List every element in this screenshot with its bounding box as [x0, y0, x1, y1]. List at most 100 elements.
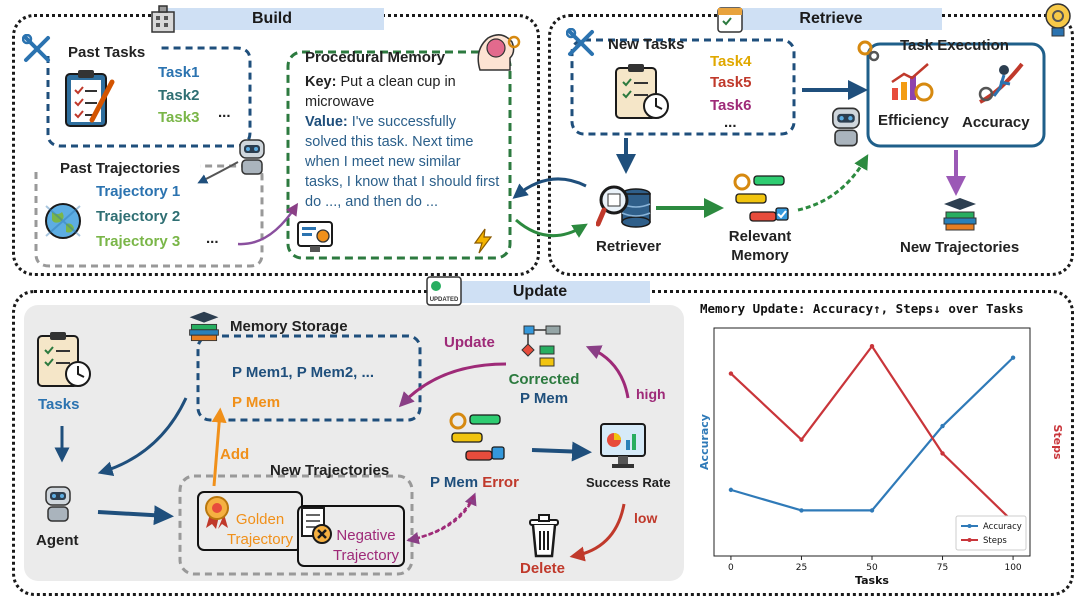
clipboard-clock-icon: [615, 64, 669, 119]
robot-icon-2: [832, 107, 860, 147]
x-tick-label: 75: [937, 563, 948, 573]
new-task-4: Task4: [710, 53, 752, 70]
build-title: Build: [160, 8, 384, 30]
accuracy-label: Accuracy: [962, 114, 1030, 131]
building-icon: [151, 5, 175, 33]
clipboard-clock-icon-2: [37, 332, 91, 387]
tools-icon-2: [566, 28, 594, 56]
pmem-error-pmem: P Mem: [430, 474, 479, 491]
workflow-icon: [521, 325, 561, 367]
lightning-icon: [473, 228, 493, 254]
success-rate-label: Success Rate: [586, 475, 671, 490]
high-label: high: [636, 386, 666, 402]
retriever-label: Retriever: [596, 238, 662, 255]
past-task-3: Task3: [158, 109, 200, 126]
books-graduation-icon: [943, 198, 977, 231]
series-line-accuracy: [730, 356, 1014, 512]
update-arrow-label: Update: [444, 334, 495, 351]
globe-icon: [45, 203, 81, 239]
agent-label: Agent: [36, 532, 79, 549]
negative-trajectory-label: Negative Trajectory: [332, 527, 400, 564]
monitor-chart-icon: [600, 423, 646, 468]
past-trajectory-3: Trajectory 3: [96, 233, 181, 250]
data-point-accuracy: [728, 487, 734, 493]
new-tasks-ellipsis: ...: [724, 114, 737, 131]
new-task-5: Task5: [710, 74, 752, 91]
monitor-settings-icon: [297, 221, 333, 252]
x-axis-label: Tasks: [855, 574, 889, 587]
legend-marker: [967, 538, 972, 542]
corrected-word: Corrected: [508, 371, 580, 388]
procedural-memory-title: Procedural Memory: [305, 49, 446, 66]
procedural-memory-body: Key: Put a clean cup in microwave Value:…: [305, 72, 501, 212]
robot-icon-3: [45, 486, 71, 522]
data-point-accuracy: [940, 423, 945, 429]
books-graduation-icon-2: [189, 311, 219, 342]
efficiency-label: Efficiency: [878, 112, 949, 129]
updated-badge-text: UPDATED: [430, 297, 459, 303]
brain-head-icon: [477, 34, 521, 71]
pmem-error-error: Error: [482, 474, 519, 491]
chart-title: Memory Update: Accuracy↑, Steps↓ over Ta…: [700, 301, 1024, 316]
data-point-steps: [799, 437, 804, 442]
past-tasks-label: Past Tasks: [68, 44, 146, 61]
lightbulb-gear-icon: [1045, 3, 1071, 37]
series-line-steps: [730, 344, 1014, 523]
memory-storage-label: Memory Storage: [230, 318, 348, 335]
legend-label: Accuracy: [983, 522, 1022, 532]
gears-icon: [857, 40, 880, 62]
past-tasks-ellipsis: ...: [218, 104, 231, 121]
relevant-memory-label: Relevant Memory: [728, 228, 792, 264]
error-memory-icon: [449, 412, 505, 461]
y-axis-label-right: Steps: [1051, 424, 1064, 460]
value-text: I've successfully solved this task. Next…: [305, 114, 500, 210]
golden-medal-icon: [205, 496, 229, 529]
update-tasks-label: Tasks: [38, 396, 80, 413]
add-label: Add: [220, 446, 250, 463]
climber-target-icon: [978, 62, 1024, 104]
data-point-steps: [728, 371, 734, 376]
past-task-1: Task1: [158, 64, 200, 81]
corrected-pmem-label: Corrected P Mem: [496, 370, 592, 408]
data-point-steps: [940, 451, 945, 456]
delete-label: Delete: [520, 560, 566, 577]
data-point-accuracy: [869, 508, 875, 513]
x-tick-label: 0: [728, 563, 734, 573]
y-axis-label-left: Accuracy: [698, 414, 711, 470]
negative-doc-icon: [301, 507, 332, 544]
golden-trajectory-label: Golden Trajectory: [226, 511, 294, 548]
relevant-memory-icon: [733, 173, 789, 222]
past-trajectory-2: Trajectory 2: [96, 208, 181, 225]
update-title: Update: [430, 281, 650, 303]
legend-label: Steps: [983, 536, 1007, 546]
past-trajectories-label: Past Trajectories: [60, 160, 181, 177]
x-tick-label: 50: [866, 563, 878, 573]
past-trajectory-1: Trajectory 1: [96, 183, 181, 200]
data-point-steps: [869, 344, 875, 349]
tools-icon: [22, 34, 50, 62]
corrected-pmem: P Mem: [519, 390, 569, 407]
new-task-6: Task6: [710, 97, 752, 114]
value-label: Value:: [305, 114, 348, 130]
retriever-icon: [596, 185, 651, 228]
low-label: low: [634, 510, 658, 526]
legend-box: [955, 515, 1027, 551]
p-mem-new: P Mem: [232, 394, 281, 411]
trash-icon: [529, 514, 559, 558]
task-execution-label: Task Execution: [900, 37, 1009, 54]
x-tick-label: 100: [1004, 563, 1021, 573]
new-tasks-label: New Tasks: [608, 36, 685, 53]
clipboard-icon: [65, 70, 115, 127]
past-task-2: Task2: [158, 87, 200, 104]
growth-chart-icon: [891, 63, 934, 102]
x-tick-label: 25: [796, 563, 807, 573]
legend-marker: [967, 524, 972, 528]
new-trajectories-update-label: New Trajectories: [270, 462, 390, 479]
calendar-checklist-icon: [717, 7, 743, 33]
key-label: Key:: [305, 74, 337, 90]
pmem-error-label: P Mem Error: [430, 474, 519, 491]
new-trajectories-label: New Trajectories: [900, 239, 1020, 256]
robot-icon: [239, 139, 265, 175]
p-mem-list: P Mem1, P Mem2, ...: [232, 364, 375, 381]
